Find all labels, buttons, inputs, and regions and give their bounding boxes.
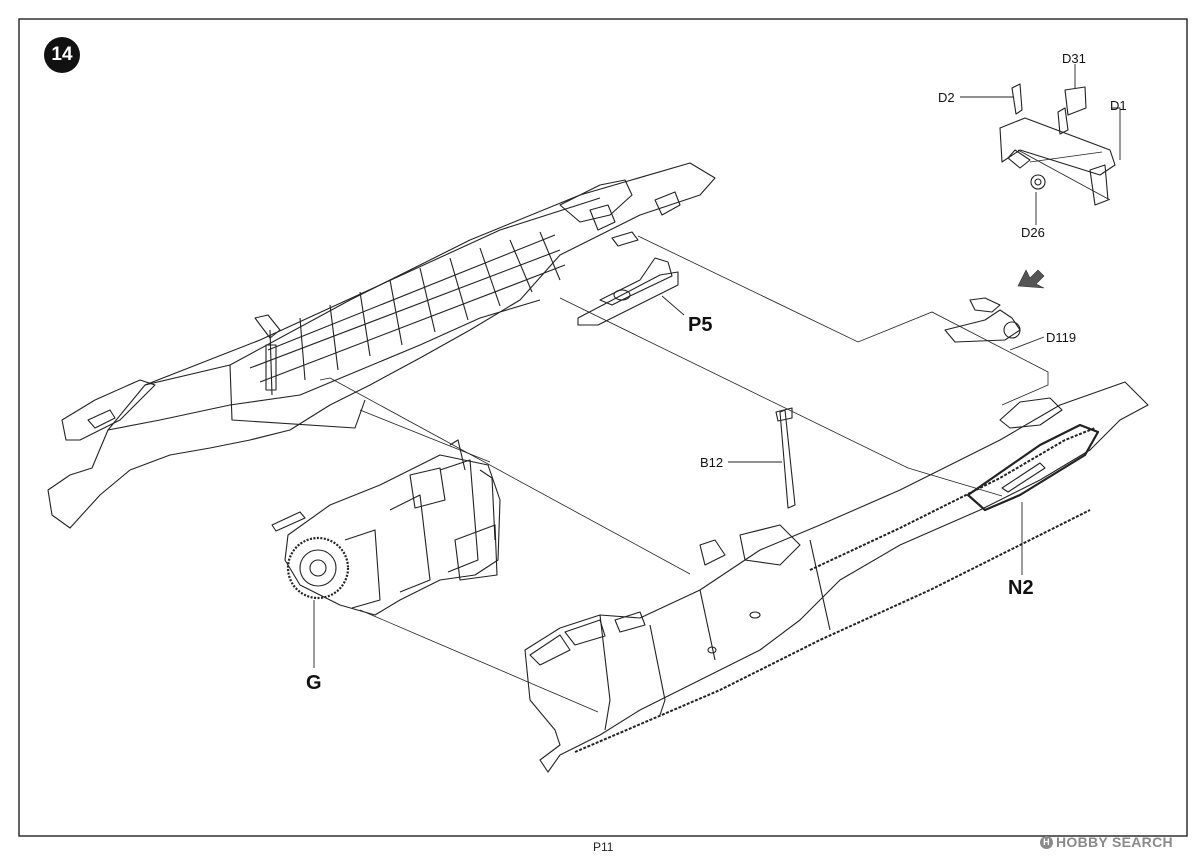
page-border (18, 18, 1188, 837)
watermark-logo-icon: H (1040, 835, 1053, 849)
label-d119: D119 (1046, 330, 1077, 345)
label-d31: D31 (1062, 51, 1086, 66)
label-d26: D26 (1021, 225, 1045, 240)
step-number-badge: 14 (44, 37, 80, 73)
label-n2: N2 (1008, 577, 1034, 599)
leader-lines (313, 64, 1121, 668)
part-p5 (577, 231, 679, 326)
right-fuselage-half (524, 381, 1149, 773)
engine-assembly-g (271, 439, 501, 616)
label-p5: P5 (688, 314, 713, 336)
left-fuselage-half (47, 162, 716, 529)
assembly-guide-lines (319, 149, 1111, 713)
label-d1: D1 (1110, 98, 1127, 113)
landing-gear-subassembly (775, 83, 1116, 509)
label-d2: D2 (938, 90, 955, 105)
page-number: P11 (593, 840, 614, 854)
watermark-text: HOBBY SEARCH (1056, 834, 1173, 850)
assembly-arrow-icon (1017, 269, 1045, 289)
label-g: G (306, 672, 322, 694)
watermark: H HOBBY SEARCH (1040, 834, 1173, 850)
label-b12: B12 (700, 455, 724, 470)
